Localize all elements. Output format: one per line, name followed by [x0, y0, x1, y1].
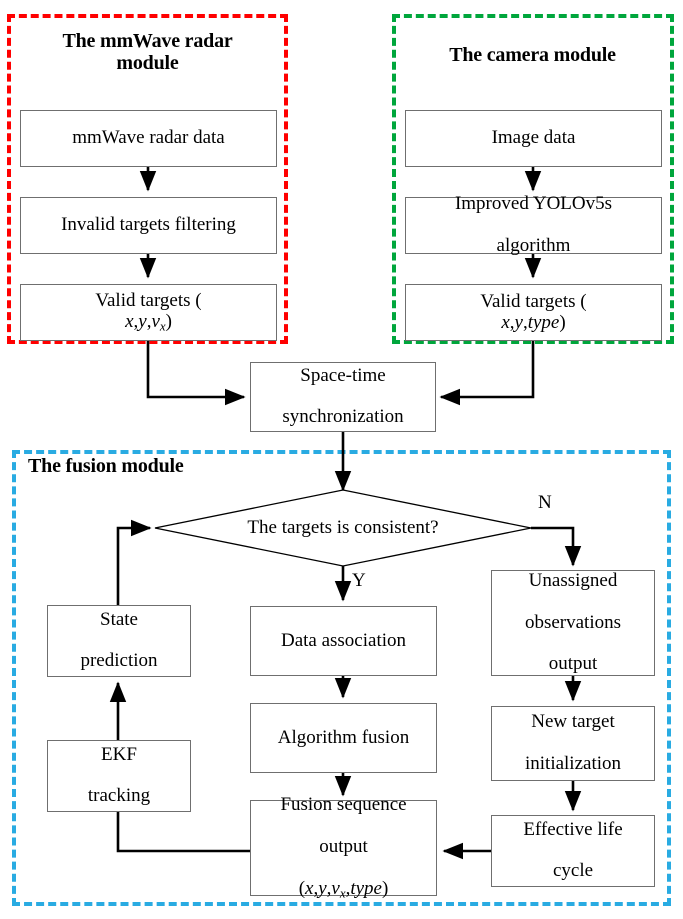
node-algorithm-fusion-label: Algorithm fusion	[277, 726, 410, 748]
new-target-line2: initialization	[524, 752, 622, 774]
edge-validradar-to-sync	[146, 341, 246, 406]
group-title-radar-line2: module	[116, 52, 179, 75]
fusion-out-line1: Fusion sequence	[280, 794, 407, 816]
new-target-line1: New target	[531, 711, 615, 733]
node-new-target-initialization-label: New target initialization	[496, 711, 650, 775]
group-title-fusion-line1: The fusion module	[28, 455, 184, 477]
unassigned-line1: Unassigned	[528, 569, 618, 591]
group-title-camera-line1: The camera module	[449, 44, 616, 66]
node-unassigned-observations-output-label: Unassigned observations output	[496, 569, 650, 675]
node-data-association[interactable]: Data association	[250, 606, 437, 676]
node-ekf-tracking[interactable]: EKF tracking	[47, 740, 191, 812]
node-decision-label: The targets is consistent?	[247, 517, 439, 538]
state-pred-line2: prediction	[80, 650, 158, 672]
node-valid-targets-camera[interactable]: Valid targets (x,y,type)	[405, 284, 662, 341]
node-unassigned-observations-output[interactable]: Unassigned observations output	[491, 570, 655, 676]
node-effective-life-cycle-label: Effective life cycle	[496, 818, 650, 883]
fusion-out-line2: output	[319, 836, 368, 858]
ekf-line2: tracking	[87, 785, 151, 807]
life-cycle-line2: cycle	[552, 860, 594, 882]
node-valid-targets-radar-label: Valid targets (x,y,vx)	[95, 290, 202, 334]
group-title-radar: The mmWave radar module	[20, 30, 275, 75]
node-algorithm-fusion[interactable]: Algorithm fusion	[250, 703, 437, 773]
node-improved-yolov5s-algorithm-label: Improved YOLOv5s algorithm	[410, 193, 657, 257]
node-space-time-synchronization[interactable]: Space-time synchronization	[250, 362, 436, 432]
group-frame-fusion	[12, 450, 671, 906]
group-title-radar-line1: The mmWave radar	[62, 30, 233, 52]
unassigned-line3: output	[548, 653, 598, 675]
node-valid-targets-radar[interactable]: Valid targets (x,y,vx)	[20, 284, 277, 341]
node-invalid-targets-filtering-label: Invalid targets filtering	[61, 214, 236, 236]
yolo-line2: algorithm	[496, 234, 571, 256]
node-decision-targets-consistent[interactable]: The targets is consistent?	[185, 508, 501, 548]
node-image-data[interactable]: Image data	[405, 110, 662, 167]
node-space-time-synchronization-label: Space-time synchronization	[255, 364, 431, 429]
node-fusion-sequence-output-label: Fusion sequence output (x,y,vx,type)	[255, 794, 432, 901]
node-valid-targets-camera-label: Valid targets (x,y,type)	[480, 290, 587, 333]
node-new-target-initialization[interactable]: New target initialization	[491, 706, 655, 781]
sync-line1: Space-time	[300, 364, 386, 386]
node-effective-life-cycle[interactable]: Effective life cycle	[491, 815, 655, 887]
edge-label-yes: Y	[352, 570, 366, 591]
state-pred-line1: State	[100, 608, 138, 630]
node-ekf-tracking-label: EKF tracking	[52, 743, 186, 808]
fusion-out-line3: (x,y,vx,type)	[298, 877, 389, 901]
node-data-association-label: Data association	[280, 629, 407, 651]
sync-line2: synchronization	[282, 406, 404, 428]
edge-label-no: N	[538, 492, 552, 513]
edge-validcam-to-sync	[439, 341, 535, 406]
yolo-line1: Improved YOLOv5s	[454, 193, 613, 215]
unassigned-line2: observations	[524, 611, 622, 633]
group-title-camera: The camera module	[405, 44, 660, 66]
life-cycle-line1: Effective life	[523, 818, 623, 840]
node-fusion-sequence-output[interactable]: Fusion sequence output (x,y,vx,type)	[250, 794, 437, 900]
node-invalid-targets-filtering[interactable]: Invalid targets filtering	[20, 197, 277, 254]
node-state-prediction-label: State prediction	[52, 608, 186, 673]
node-image-data-label: Image data	[491, 127, 576, 149]
ekf-line1: EKF	[101, 743, 137, 765]
node-mmwave-radar-data-label: mmWave radar data	[72, 127, 225, 149]
group-title-fusion: The fusion module	[28, 455, 278, 477]
node-mmwave-radar-data[interactable]: mmWave radar data	[20, 110, 277, 167]
node-improved-yolov5s-algorithm[interactable]: Improved YOLOv5s algorithm	[405, 193, 662, 257]
node-state-prediction[interactable]: State prediction	[47, 605, 191, 677]
